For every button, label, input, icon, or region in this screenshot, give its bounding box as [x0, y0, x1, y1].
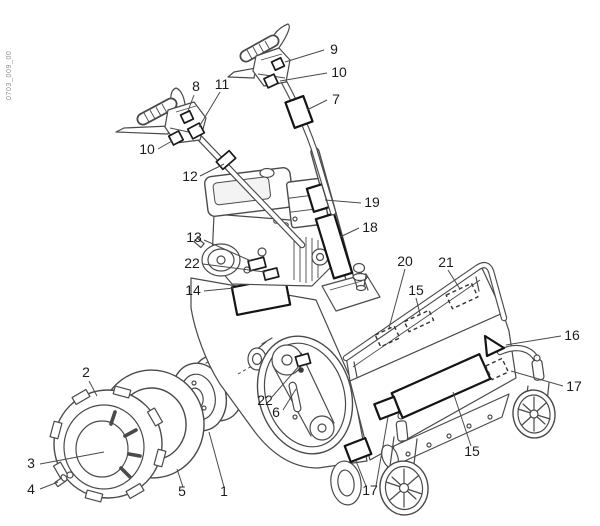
callout-14: 14: [185, 282, 201, 298]
callout-leader-21: [447, 269, 461, 290]
callout-5: 5: [178, 483, 186, 499]
callout-3: 3: [27, 455, 35, 471]
handlebar-left: [115, 87, 207, 146]
callout-leader-17-right: [510, 370, 564, 387]
callout-leader-7: [306, 99, 328, 111]
callout-22-belt-cover: 22: [257, 392, 273, 408]
callout-leader-5: [176, 468, 184, 488]
decal-21-outline: [445, 282, 479, 310]
callout-leader-13: [203, 239, 252, 262]
decal-7: [284, 94, 314, 130]
callout-7: 7: [332, 91, 340, 107]
callout-leader-19: [324, 199, 362, 204]
decal-9: [270, 56, 286, 72]
callout-17-right: 17: [566, 378, 582, 394]
callout-2: 2: [82, 364, 90, 380]
decal-17-b: [373, 395, 401, 421]
callout-leader-10-right: [279, 72, 328, 82]
callout-leader-10-left: [157, 140, 173, 150]
engine-base-decals: [247, 256, 280, 281]
decal-17-right-outline: [484, 357, 510, 381]
callout-13: 13: [186, 229, 202, 245]
callout-15-front: 15: [464, 443, 480, 459]
callout-1: 1: [220, 483, 228, 499]
fuel-cap: [259, 167, 275, 179]
decal-17-a: [343, 437, 373, 463]
callout-leader-1: [208, 431, 225, 488]
callout-8: 8: [192, 78, 200, 94]
left-drive-lever: [115, 125, 171, 135]
decal-12: [215, 149, 237, 171]
callout-leader-17-bottom: [375, 416, 389, 487]
wheel-drum-part2: [49, 385, 167, 503]
callout-10-left: 10: [139, 141, 155, 157]
callout-20: 20: [397, 253, 413, 269]
callout-leader-4: [39, 481, 59, 490]
callout-12: 12: [182, 168, 198, 184]
handlebar-right: [227, 23, 314, 130]
callout-leader-15-top: [415, 297, 421, 315]
callout-11: 11: [215, 76, 230, 92]
adjuster-slot: [288, 381, 302, 413]
decal-labels: [230, 276, 510, 463]
callout-leader-16: [505, 335, 562, 346]
front-roller: [381, 393, 510, 470]
decal-16-triangle: [483, 334, 506, 358]
callout-15-top: 15: [408, 282, 424, 298]
callout-leader-8: [187, 94, 195, 112]
callout-22-engine: 22: [184, 255, 200, 271]
decal-11: [186, 122, 206, 140]
decal-10-left: [167, 130, 185, 146]
callout-6: 6: [272, 404, 280, 420]
caster-wheel-right: [512, 354, 556, 439]
right-drive-lever: [227, 67, 257, 79]
callout-4: 4: [27, 481, 35, 497]
callout-17-bottom: 17: [362, 482, 378, 498]
callout-19: 19: [364, 194, 380, 210]
decal-15-top-outline: [403, 309, 435, 333]
callout-leader-3: [39, 451, 105, 465]
belt-cover: [256, 335, 354, 455]
wheel-bolt-parts3-4: [54, 471, 74, 488]
callout-leader-11: [198, 91, 221, 128]
decal-20-outline: [374, 325, 401, 348]
decal-22-belt-cover: [294, 352, 312, 368]
callout-leader-18: [339, 227, 360, 238]
callout-leader-9: [284, 49, 325, 63]
decal-10-right: [263, 73, 279, 89]
callout-leader-12: [199, 163, 225, 177]
callout-leader-14: [203, 287, 235, 292]
column-base-plate: [321, 273, 381, 312]
callout-leader-2: [88, 380, 98, 397]
callout-leader-15-front: [452, 391, 472, 447]
doc-code: 0703_009_00: [6, 51, 13, 100]
callout-9: 9: [330, 41, 338, 57]
callout-leader-17-bottom: [355, 460, 367, 487]
decal-22-engine: [262, 267, 280, 281]
decal-18: [314, 212, 354, 280]
callout-leader-6: [282, 388, 297, 411]
callout-21: 21: [438, 254, 454, 270]
callout-leader-22-belt-cover: [271, 365, 300, 398]
callout-leader-22-engine: [202, 263, 266, 273]
callout-leader-20: [388, 268, 406, 329]
decal-8: [179, 109, 195, 125]
callout-18: 18: [362, 219, 378, 235]
shift-knob: [352, 262, 366, 274]
decal-13: [247, 256, 267, 272]
callout-10-right: 10: [331, 64, 347, 80]
engine: [193, 167, 337, 287]
callout-16: 16: [564, 327, 580, 343]
